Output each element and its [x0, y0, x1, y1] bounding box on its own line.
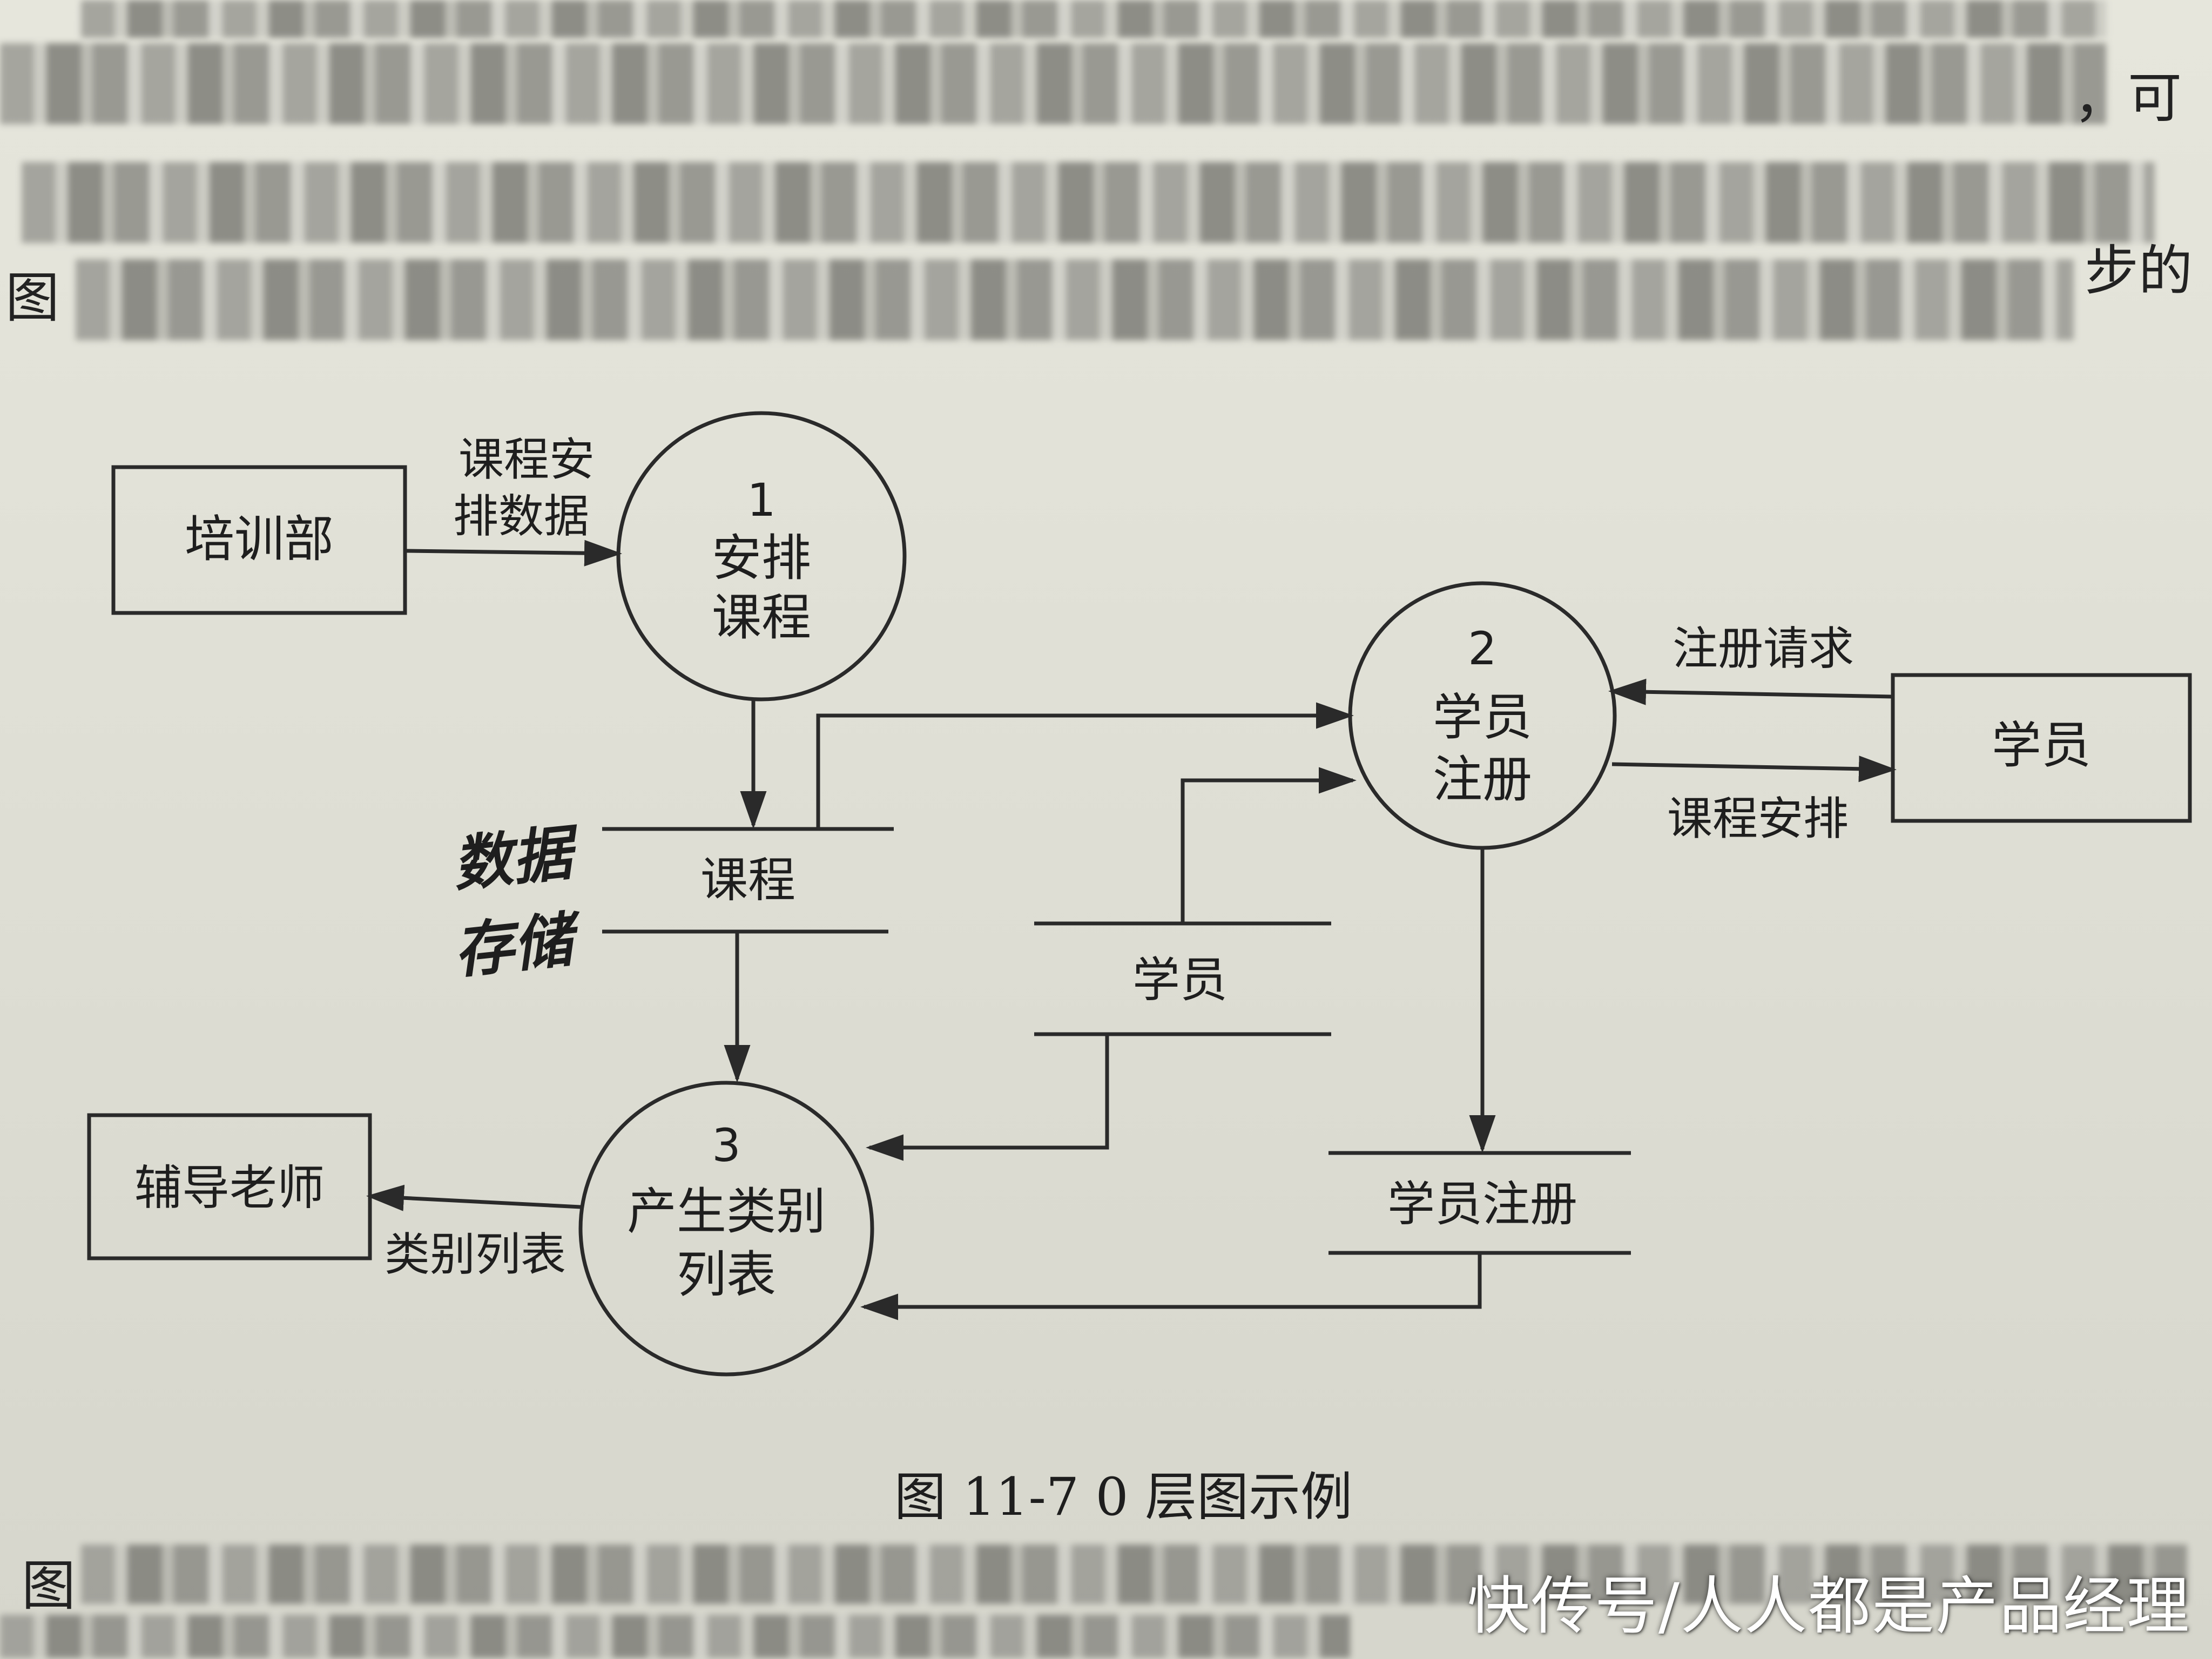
process-1-line-1: 安排: [712, 529, 811, 587]
process-1: 1 安排 课程: [616, 411, 907, 702]
blurred-text-line: [76, 259, 2074, 340]
handwritten-note-line-1: 数据: [450, 818, 584, 900]
blurred-text-line: [0, 43, 2106, 124]
datastore-registration-label: 学员注册: [1387, 1176, 1577, 1232]
entity-training-dept: 培训部: [111, 465, 407, 615]
process-3-line-1: 产生类别: [627, 1183, 826, 1240]
flow-category-list: 类别列表: [366, 1184, 581, 1281]
flow-student-store-to-p2: [1181, 767, 1357, 923]
page-text-fragment: 图: [5, 266, 59, 329]
process-3: 3 产生类别 列表: [578, 1081, 874, 1377]
flow-registration-to-p3: [860, 1253, 1482, 1320]
datastore-student-label: 学员: [1132, 952, 1228, 1008]
process-3-line-2: 列表: [677, 1246, 776, 1304]
process-2: 2 学员 注册: [1348, 581, 1617, 850]
flow-course-schedule: 课程安排: [1611, 756, 1897, 845]
entity-training-dept-label: 培训部: [185, 510, 334, 568]
page-text-fragment: 图: [22, 1554, 76, 1617]
datastore-registration: 学员注册: [1328, 1151, 1631, 1255]
entity-student: 学员: [1891, 673, 2192, 823]
page-text-fragment: ，可: [2074, 66, 2182, 130]
flow-register-request-label: 注册请求: [1673, 622, 1854, 675]
flow-schedule-data-line-1: 课程安: [458, 433, 595, 486]
process-2-line-1: 学员: [1433, 689, 1532, 746]
watermark: 快传号/人人都是产品经理: [1467, 1570, 2190, 1643]
page-text-fragment: 步的: [2085, 239, 2193, 302]
process-3-number: 3: [712, 1119, 740, 1172]
datastore-student: 学员: [1034, 921, 1331, 1036]
datastore-course: 课程: [602, 827, 894, 934]
datastore-course-label: 课程: [700, 852, 795, 908]
flow-register-request: 注册请求: [1608, 622, 1893, 705]
flow-student-store-to-p3: [866, 1034, 1109, 1161]
entity-tutor: 辅导老师: [87, 1113, 372, 1260]
blurred-text-line: [22, 162, 2155, 243]
flow-schedule-data: 课程安 排数据: [404, 433, 622, 567]
entity-tutor-label: 辅导老师: [134, 1160, 325, 1216]
flow-schedule-data-line-2: 排数据: [453, 490, 589, 543]
blurred-text-line: [81, 1545, 2187, 1604]
entity-student-label: 学员: [1992, 717, 2091, 774]
blurred-text-line: [81, 0, 2106, 38]
process-2-number: 2: [1468, 622, 1496, 675]
handwritten-note: 数据 存储: [450, 818, 586, 987]
process-2-line-2: 注册: [1433, 751, 1532, 808]
flow-course-schedule-label: 课程安排: [1667, 792, 1849, 845]
process-1-line-2: 课程: [712, 589, 811, 646]
process-1-number: 1: [747, 474, 775, 527]
blurred-text-line: [0, 1615, 1350, 1658]
figure-caption: 图 11-7 0 层图示例: [894, 1467, 1352, 1527]
flow-course-to-p2: [816, 702, 1354, 829]
flow-category-list-label: 类别列表: [385, 1228, 566, 1281]
handwritten-note-line-2: 存储: [450, 904, 586, 986]
